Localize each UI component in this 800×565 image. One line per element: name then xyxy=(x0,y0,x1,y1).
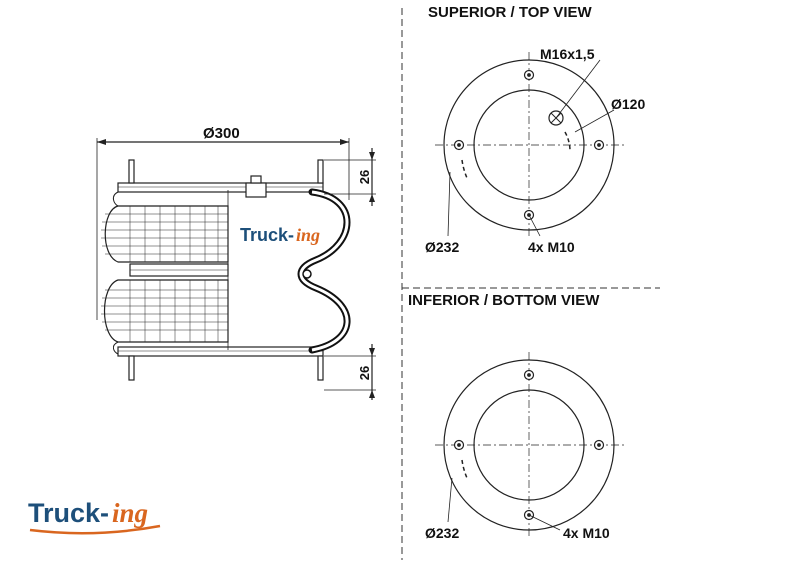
upper-bellow xyxy=(104,205,229,263)
section-ring xyxy=(302,269,312,279)
air-fitting xyxy=(245,182,267,198)
bottom-bolt-circle-label: Ø232 xyxy=(425,525,459,541)
top-view xyxy=(435,52,625,238)
side-view xyxy=(96,138,376,400)
top-bolt-circle-label: Ø232 xyxy=(425,239,459,255)
height-top-label: 26 xyxy=(357,170,372,184)
lower-bellow-ribs xyxy=(101,280,228,342)
top-bolts-label: 4x M10 xyxy=(528,239,575,255)
svg-text:ing: ing xyxy=(296,225,320,245)
bottom-stud-left xyxy=(128,355,135,381)
dim-arrow-right xyxy=(340,139,349,145)
bottom-view xyxy=(435,352,625,538)
logo-swoosh xyxy=(29,524,161,535)
svg-text:ing: ing xyxy=(112,498,148,528)
brand-logo: Truck- ing xyxy=(28,498,161,535)
height-bottom-label: 26 xyxy=(357,366,372,380)
svg-text:Truck-: Truck- xyxy=(28,498,109,528)
side-logo: Truck- ing xyxy=(240,225,320,245)
inner-diameter-label: Ø120 xyxy=(611,96,645,112)
svg-text:Truck-: Truck- xyxy=(240,225,294,245)
bottom-view-heading: INFERIOR / BOTTOM VIEW xyxy=(408,292,600,309)
bottom-stud-right xyxy=(317,355,324,381)
bottom-bolts-label: 4x M10 xyxy=(563,525,610,541)
dim-arrow-left xyxy=(97,139,106,145)
diameter-label: Ø300 xyxy=(203,125,240,142)
top-view-heading: SUPERIOR / TOP VIEW xyxy=(428,4,592,21)
top-plate xyxy=(117,182,324,193)
upper-bellow-ribs xyxy=(101,206,228,262)
lower-bellow xyxy=(103,279,229,343)
top-stud-left xyxy=(128,159,135,184)
bottom-plate xyxy=(117,346,324,357)
thread-label: M16x1,5 xyxy=(540,46,595,62)
top-stud-right xyxy=(317,159,324,184)
